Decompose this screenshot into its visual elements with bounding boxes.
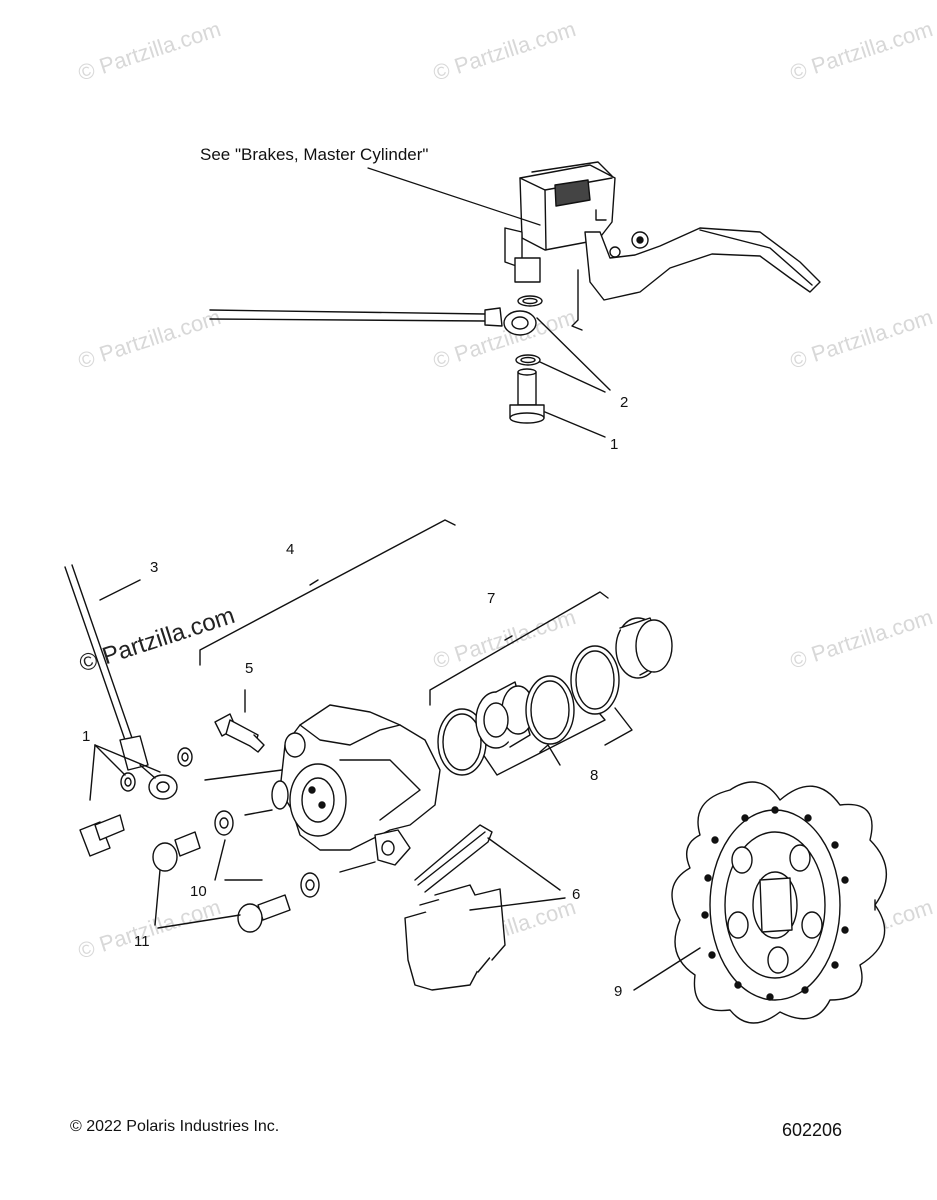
master-cylinder-note: See "Brakes, Master Cylinder": [200, 145, 429, 164]
bolt-icon: [237, 894, 291, 933]
callout-label: 2: [620, 394, 629, 411]
piston-icon: [615, 617, 673, 679]
banjo-bolt-icon: [79, 814, 125, 857]
washer-icon: [177, 747, 193, 767]
seal-ring-icon: [570, 645, 620, 715]
callout-label: 1: [610, 436, 619, 453]
bracket-4: [199, 519, 456, 666]
callout-label: 3: [150, 559, 159, 576]
brake-line-upper: [209, 307, 537, 336]
callout-label: 7: [487, 590, 496, 607]
caliper-icon: [271, 704, 441, 866]
callout-label: 8: [590, 767, 599, 784]
bolt-icon: [152, 831, 201, 872]
washer-icon: [517, 295, 543, 307]
callout-label: 6: [572, 886, 581, 903]
washer-icon: [515, 354, 541, 366]
callout-label: 9: [614, 983, 623, 1000]
master-cylinder: [504, 161, 821, 331]
pad-clip-icon: [414, 824, 493, 893]
seal-ring-icon: [525, 675, 575, 745]
piston-icon: [475, 681, 535, 749]
washer-icon: [120, 772, 136, 792]
bracket-7: [429, 591, 609, 706]
brake-pad-icon: [404, 884, 506, 991]
callout-label: 4: [286, 541, 295, 558]
callout-label: 10: [190, 883, 207, 900]
note-leader: [367, 167, 541, 226]
callout-label: 11: [134, 933, 150, 950]
brake-disc-icon: [671, 781, 888, 1024]
copyright: © 2022 Polaris Industries Inc.: [70, 1118, 280, 1135]
diagram-number: 602206: [782, 1120, 843, 1140]
callout-label: 1: [82, 728, 91, 745]
washer-icon: [300, 872, 320, 898]
brake-line-lower: [64, 564, 178, 800]
banjo-bolt-icon: [509, 368, 545, 424]
callout-label: 5: [245, 660, 254, 677]
washer-icon: [214, 810, 234, 836]
bleeder-screw-icon: [214, 713, 265, 753]
